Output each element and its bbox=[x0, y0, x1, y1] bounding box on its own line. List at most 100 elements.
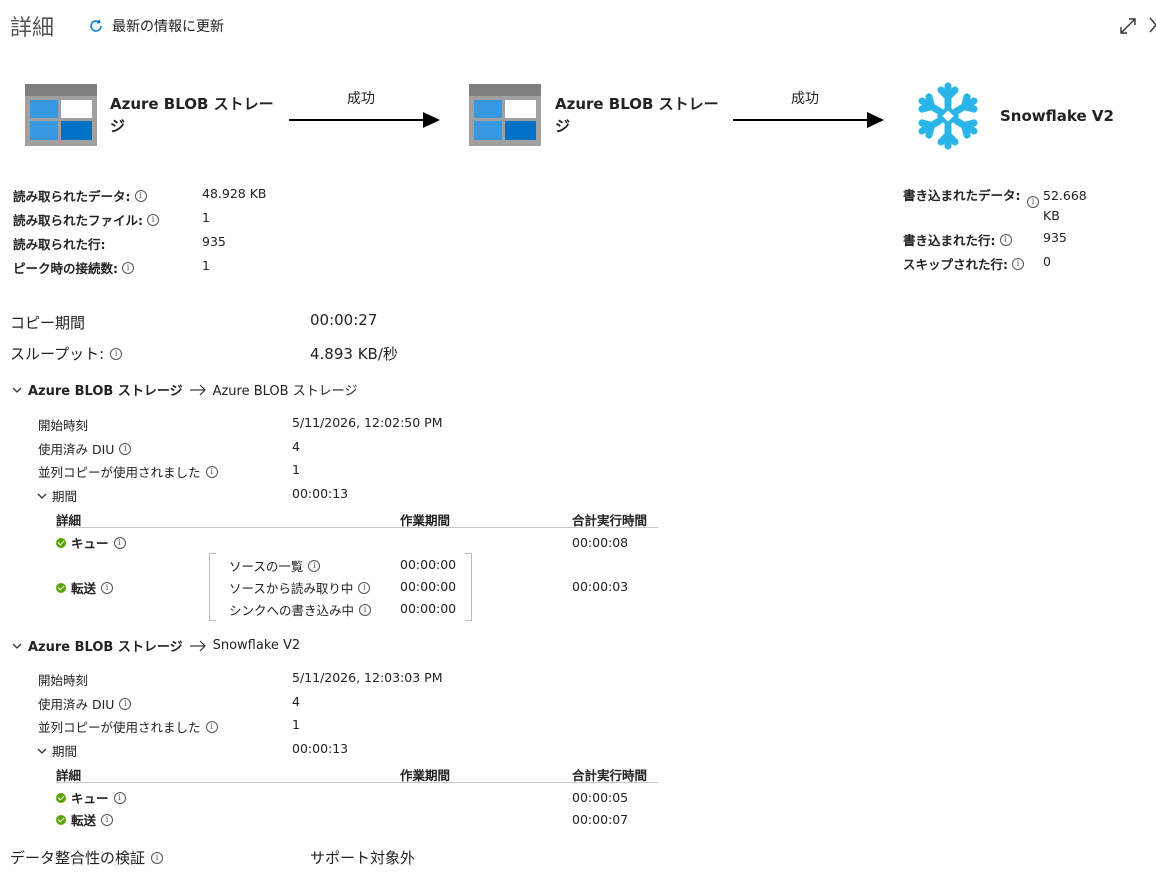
stage1-from: Azure BLOB ストレージ bbox=[28, 384, 183, 399]
info-icon[interactable]: i bbox=[101, 813, 114, 826]
stage1-start-label: 開始時刻 bbox=[38, 418, 89, 433]
arrow2-status: 成功 bbox=[791, 91, 819, 107]
skipped-rows-label: スキップされた行:i bbox=[903, 254, 1024, 273]
stage2-queue-total: 00:00:05 bbox=[572, 790, 629, 805]
peak-connections-value: 1 bbox=[202, 258, 210, 273]
azure-blob-storage-icon bbox=[469, 84, 541, 146]
throughput-label: スループット:i bbox=[10, 343, 123, 364]
stage1-header[interactable]: Azure BLOB ストレージ Azure BLOB ストレージ bbox=[12, 380, 357, 399]
staging-node-label: Azure BLOB ストレージ bbox=[555, 95, 719, 135]
refresh-icon bbox=[90, 19, 102, 32]
stage1-th-detail: 詳細 bbox=[56, 513, 82, 528]
stage2-start-value: 5/11/2026, 12:03:03 PM bbox=[292, 670, 443, 685]
snowflake-icon bbox=[912, 82, 984, 152]
stage2-diu-value: 4 bbox=[292, 694, 300, 709]
info-icon[interactable]: i bbox=[119, 442, 132, 455]
chevron-down-icon bbox=[12, 387, 22, 393]
copy-duration-value: 00:00:27 bbox=[310, 311, 378, 329]
read-files-label: 読み取られたファイル:i bbox=[13, 210, 159, 229]
arrow1-status: 成功 bbox=[347, 91, 375, 107]
info-icon[interactable]: i bbox=[359, 603, 372, 616]
page-title: 詳細 bbox=[10, 16, 55, 41]
info-icon[interactable]: i bbox=[1027, 196, 1039, 208]
stage2-from: Azure BLOB ストレージ bbox=[28, 640, 183, 655]
stage1-parallel-value: 1 bbox=[292, 462, 300, 477]
info-icon[interactable]: i bbox=[999, 233, 1012, 246]
skipped-rows-value: 0 bbox=[1043, 254, 1051, 269]
info-icon[interactable]: i bbox=[358, 581, 371, 594]
success-icon bbox=[56, 814, 66, 825]
written-rows-label: 書き込まれた行:i bbox=[903, 230, 1012, 249]
info-icon[interactable]: i bbox=[110, 347, 123, 360]
stage2-th-total: 合計実行時間 bbox=[572, 768, 648, 783]
info-icon[interactable]: i bbox=[122, 261, 134, 274]
flow-arrow-icon bbox=[733, 112, 884, 128]
stage2-parallel-value: 1 bbox=[292, 717, 300, 732]
stage1-th-work: 作業期間 bbox=[400, 513, 451, 528]
success-icon bbox=[56, 582, 66, 593]
flow-arrow-icon bbox=[289, 112, 440, 128]
info-icon[interactable]: i bbox=[1012, 257, 1024, 270]
source-node-label: Azure BLOB ストレージ bbox=[110, 95, 274, 135]
info-icon[interactable]: i bbox=[113, 536, 126, 549]
stage1-duration-value: 00:00:13 bbox=[292, 486, 349, 501]
copy-duration-label: コピー期間 bbox=[10, 314, 86, 332]
stage2-to: Snowflake V2 bbox=[212, 638, 301, 653]
written-rows-value: 935 bbox=[1043, 230, 1067, 245]
sink-node-label: Snowflake V2 bbox=[1000, 107, 1114, 125]
stage1-to: Azure BLOB ストレージ bbox=[212, 384, 358, 399]
success-icon bbox=[56, 792, 66, 803]
stage2-transfer-total: 00:00:07 bbox=[572, 812, 629, 827]
info-icon[interactable]: i bbox=[119, 697, 132, 710]
refresh-label: 最新の情報に更新 bbox=[112, 19, 224, 35]
throughput-value: 4.893 KB/秒 bbox=[310, 345, 398, 363]
divider bbox=[56, 782, 658, 783]
stage2-header[interactable]: Azure BLOB ストレージ Snowflake V2 bbox=[12, 636, 300, 655]
success-icon bbox=[56, 537, 66, 548]
stage1-diu-value: 4 bbox=[292, 439, 300, 454]
chevron-down-icon bbox=[12, 643, 22, 649]
divider bbox=[56, 527, 658, 528]
read-rows-value: 935 bbox=[202, 234, 226, 249]
stage1-start-value: 5/11/2026, 12:02:50 PM bbox=[292, 415, 443, 430]
transfer-step-value: 00:00:00 bbox=[400, 557, 457, 572]
transfer-step-value: 00:00:00 bbox=[400, 579, 457, 594]
integrity-value: サポート対象外 bbox=[310, 849, 416, 867]
expand-icon[interactable] bbox=[1118, 16, 1138, 36]
info-icon[interactable]: i bbox=[205, 720, 218, 733]
info-icon[interactable]: i bbox=[205, 465, 218, 478]
info-icon[interactable]: i bbox=[101, 581, 114, 594]
azure-blob-storage-icon bbox=[25, 84, 97, 146]
stage2-duration-toggle[interactable]: 期間 bbox=[37, 741, 77, 760]
info-icon[interactable]: i bbox=[151, 851, 164, 864]
info-icon[interactable]: i bbox=[134, 189, 147, 202]
chevron-down-icon bbox=[37, 493, 47, 499]
chevron-down-icon bbox=[37, 748, 47, 754]
bracket-right bbox=[465, 553, 472, 621]
peak-connections-label: ピーク時の接続数:i bbox=[13, 258, 134, 277]
stage1-duration-toggle[interactable]: 期間 bbox=[37, 486, 77, 505]
bracket-left bbox=[209, 553, 216, 621]
info-icon[interactable]: i bbox=[113, 791, 126, 804]
stage1-queue-total: 00:00:08 bbox=[572, 535, 629, 550]
read-data-value: 48.928 KB bbox=[202, 186, 267, 201]
close-icon[interactable] bbox=[1148, 14, 1156, 36]
stage2-duration-value: 00:00:13 bbox=[292, 741, 349, 756]
info-icon[interactable]: i bbox=[308, 559, 321, 572]
read-data-label: 読み取られたデータ:i bbox=[13, 186, 147, 205]
read-files-value: 1 bbox=[202, 210, 210, 225]
stage2-start-label: 開始時刻 bbox=[38, 673, 89, 688]
info-icon[interactable]: i bbox=[147, 213, 159, 226]
refresh-button[interactable]: 最新の情報に更新 bbox=[88, 16, 224, 36]
